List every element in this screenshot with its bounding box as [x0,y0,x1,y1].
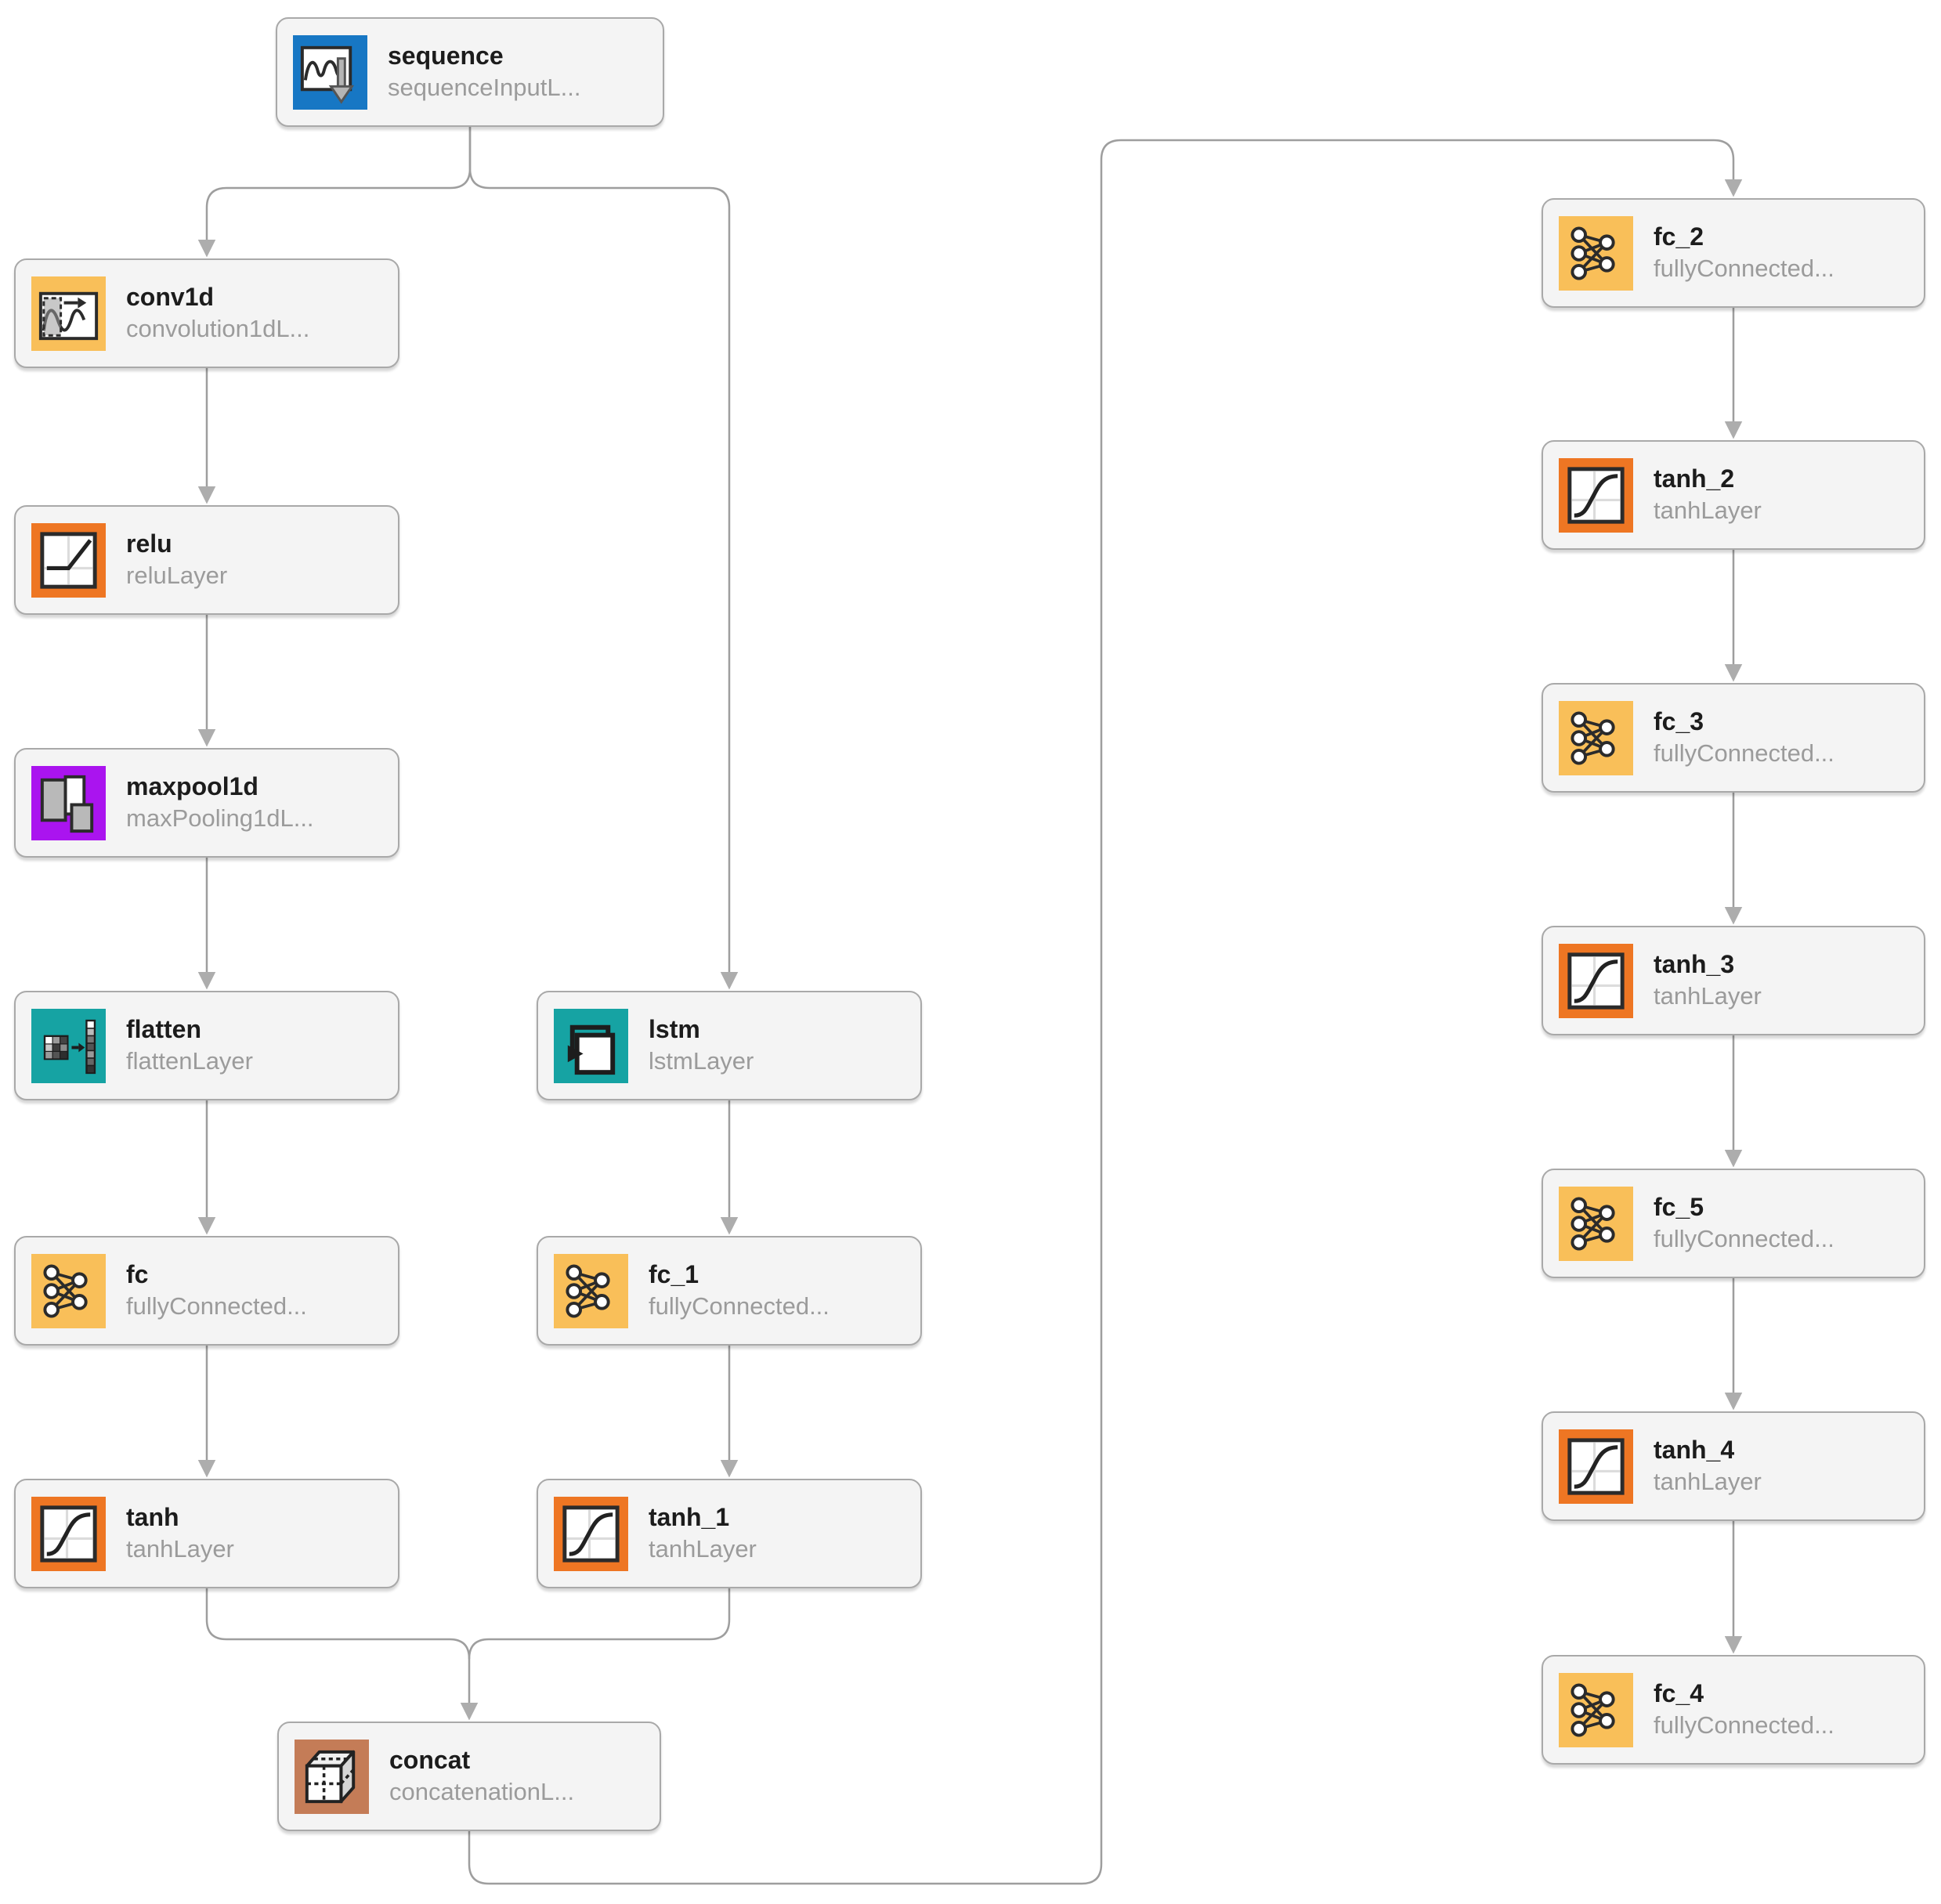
layer-node-tanh_1[interactable]: tanh_1 tanhLayer [537,1479,922,1588]
layer-node-fc_3[interactable]: fc_3 fullyConnected... [1542,683,1925,793]
node-subtitle: convolution1dL... [126,315,310,342]
edge-sequence-conv1d [197,127,472,258]
edge-concat-fc_2 [468,139,1743,1885]
node-title: conv1d [126,284,215,312]
layer-node-sequence[interactable]: sequence sequenceInputL... [276,17,664,127]
node-title: fc_1 [649,1262,699,1289]
edge-sequence-lstm [468,127,739,990]
tanh-icon [1559,1429,1633,1504]
tanh-icon [554,1496,628,1571]
maxpooling1d-icon [31,765,106,840]
node-subtitle: fullyConnected... [649,1292,830,1320]
node-subtitle: sequenceInputL... [388,74,581,101]
layer-node-fc_4[interactable]: fc_4 fullyConnected... [1542,1655,1925,1765]
layer-node-fc_1[interactable]: fc_1 fullyConnected... [537,1236,922,1346]
layer-node-relu[interactable]: relu reluLayer [14,505,399,615]
layer-node-tanh_2[interactable]: tanh_2 tanhLayer [1542,440,1925,550]
layer-node-maxpool1d[interactable]: maxpool1d maxPooling1dL... [14,748,399,858]
concatenation-icon [295,1739,369,1814]
relu-icon [31,522,106,598]
node-subtitle: fullyConnected... [1654,1225,1834,1252]
fully-connected-icon [1559,1186,1633,1261]
node-subtitle: tanhLayer [126,1535,234,1563]
layer-node-fc_2[interactable]: fc_2 fullyConnected... [1542,198,1925,308]
fully-connected-icon [1559,1672,1633,1747]
node-title: fc_3 [1654,709,1704,736]
fully-connected-icon [1559,700,1633,775]
layer-node-lstm[interactable]: lstm lstmLayer [537,991,922,1100]
tanh-icon [31,1496,106,1571]
node-title: fc_2 [1654,224,1704,251]
edge-paths [197,127,1743,1885]
node-title: concat [389,1747,471,1775]
node-title: tanh [126,1505,179,1532]
node-title: lstm [649,1017,700,1044]
sequence-input-icon [293,34,367,110]
layer-node-tanh[interactable]: tanh tanhLayer [14,1479,399,1588]
node-subtitle: fullyConnected... [126,1292,307,1320]
node-subtitle: reluLayer [126,562,228,589]
layer-node-tanh_4[interactable]: tanh_4 tanhLayer [1542,1411,1925,1521]
node-title: sequence [388,43,504,70]
layer-node-fc[interactable]: fc fullyConnected... [14,1236,399,1346]
node-subtitle: lstmLayer [649,1047,754,1075]
node-subtitle: maxPooling1dL... [126,804,314,832]
node-title: maxpool1d [126,774,258,801]
layer-node-conv1d[interactable]: conv1d convolution1dL... [14,258,399,368]
node-subtitle: fullyConnected... [1654,739,1834,767]
node-subtitle: fullyConnected... [1654,255,1834,282]
node-subtitle: tanhLayer [1654,497,1762,524]
layer-node-tanh_3[interactable]: tanh_3 tanhLayer [1542,926,1925,1035]
node-subtitle: tanhLayer [1654,1468,1762,1495]
convolution1d-icon [31,276,106,351]
lstm-icon [554,1008,628,1083]
edge-tanh-concat [205,1588,479,1721]
node-subtitle: tanhLayer [649,1535,757,1563]
node-subtitle: tanhLayer [1654,982,1762,1010]
node-title: flatten [126,1017,201,1044]
node-title: fc_5 [1654,1194,1704,1222]
node-title: fc_4 [1654,1681,1704,1708]
tanh-icon [1559,457,1633,533]
layer-node-flatten[interactable]: flatten flattenLayer [14,991,399,1100]
node-title: tanh_4 [1654,1437,1735,1465]
node-title: tanh_1 [649,1505,730,1532]
node-subtitle: fullyConnected... [1654,1711,1834,1739]
node-title: relu [126,531,172,558]
fully-connected-icon [31,1253,106,1328]
node-subtitle: concatenationL... [389,1778,575,1805]
node-title: tanh_2 [1654,466,1735,493]
edge-tanh_1-concat [468,1588,731,1660]
fully-connected-icon [1559,215,1633,291]
node-subtitle: flattenLayer [126,1047,253,1075]
flatten-icon [31,1008,106,1083]
tanh-icon [1559,943,1633,1018]
layer-node-fc_5[interactable]: fc_5 fullyConnected... [1542,1169,1925,1278]
node-title: tanh_3 [1654,952,1735,979]
node-title: fc [126,1262,149,1289]
layer-node-concat[interactable]: concat concatenationL... [277,1722,661,1831]
fully-connected-icon [554,1253,628,1328]
